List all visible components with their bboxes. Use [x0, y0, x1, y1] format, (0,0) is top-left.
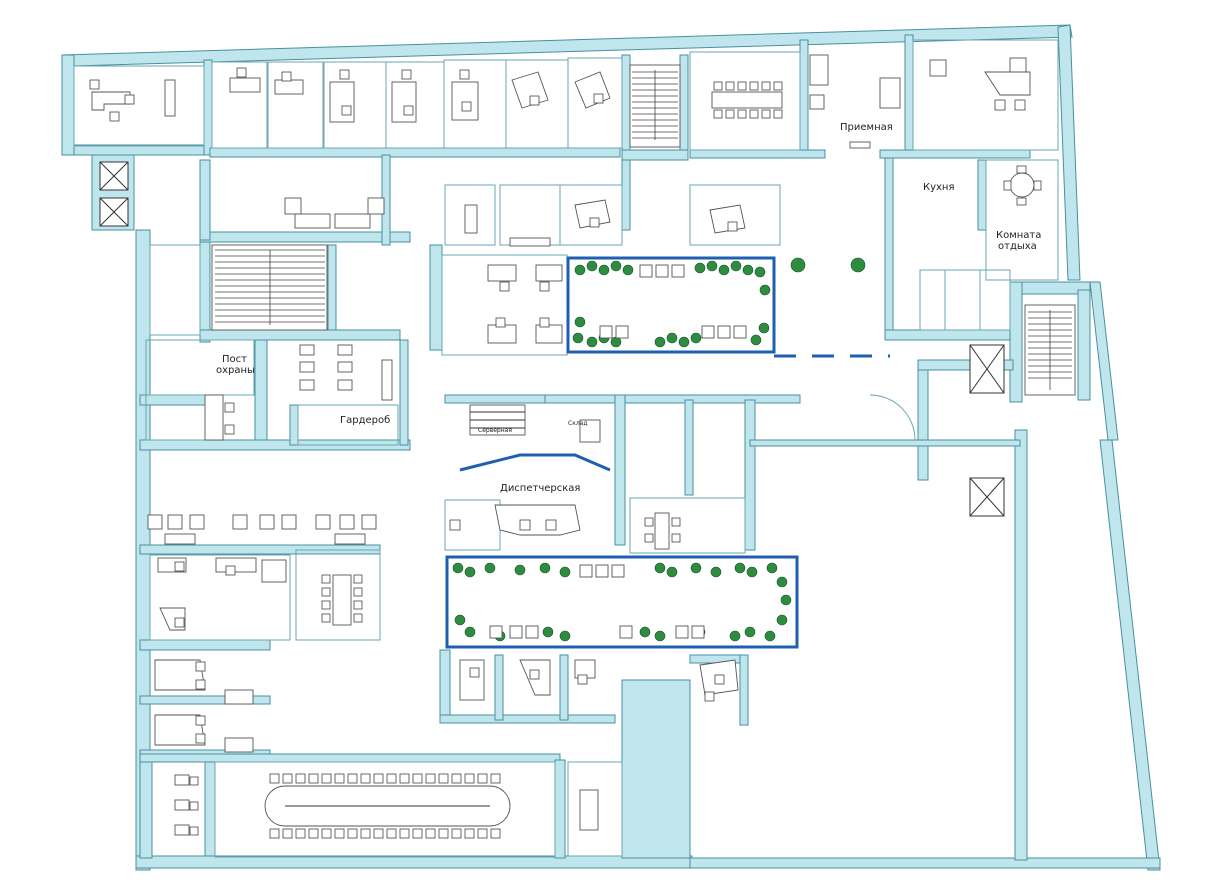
plant-cluster [572, 257, 866, 348]
label-server: Серверная [478, 427, 512, 434]
stairs-right [1024, 304, 1076, 396]
label-security-1: Пост [222, 354, 247, 365]
label-dispatch: Диспетчерская [500, 483, 580, 494]
label-reception: Приемная [840, 122, 893, 133]
label-rest-room-1: Комната [996, 230, 1041, 241]
elevators [99, 161, 1005, 517]
dispatch-divider [459, 453, 611, 472]
conference-chairs [269, 773, 501, 839]
label-kitchen: Кухня [923, 182, 955, 193]
label-wardrobe: Гардероб [340, 415, 390, 426]
stairs-left [211, 244, 328, 331]
meeting-tables [264, 81, 1042, 839]
green-zone-lower [445, 555, 799, 649]
workstations [89, 54, 1031, 836]
room-labels: Приемная Кухня Комната отдыха Пост охран… [216, 122, 1041, 494]
interior-walls [139, 34, 1091, 861]
label-rest-room-2: отдыха [998, 241, 1037, 252]
door-arc [869, 394, 916, 441]
label-security-2: охраны [216, 365, 255, 376]
green-zone-upper [566, 256, 890, 358]
partitions [73, 39, 1059, 858]
stairs-center [629, 64, 681, 148]
label-small-room: Склад [568, 420, 587, 427]
